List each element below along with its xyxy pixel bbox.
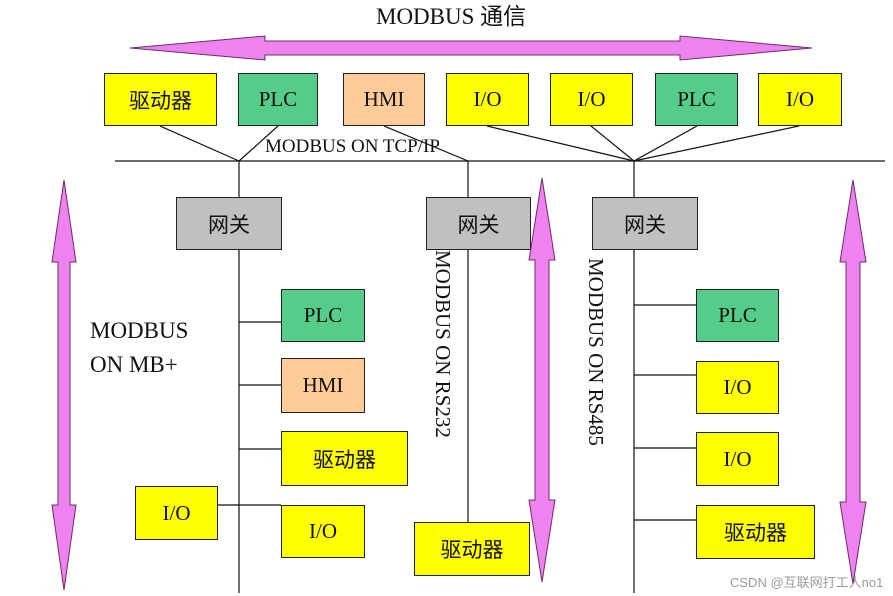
drop-line	[590, 125, 635, 162]
right-vertical-arrow	[839, 179, 867, 585]
top-device-hmi: HMI	[343, 73, 425, 126]
top-device-plc: PLC	[655, 73, 738, 126]
rs232-label: MODBUS ON RS232	[431, 250, 455, 438]
drop-line	[383, 125, 469, 162]
top-device-drive: 驱动器	[104, 73, 217, 126]
top-device-io: I/O	[446, 73, 529, 126]
diagram-title: MODBUS 通信	[376, 4, 527, 29]
rs485-label: MODBUS ON RS485	[584, 258, 608, 446]
drop-line	[238, 125, 279, 162]
drop-line	[633, 125, 800, 162]
top-double-arrow	[129, 35, 813, 61]
mbplus-device-io: I/O	[281, 505, 365, 558]
gateway-rs232: 网关	[426, 197, 531, 250]
rs232-device-drive: 驱动器	[414, 522, 530, 576]
rs485-device-plc: PLC	[696, 289, 779, 342]
left-vertical-arrow	[51, 179, 77, 591]
mbplus-device-drive: 驱动器	[281, 431, 408, 486]
tcp-ip-label: MODBUS ON TCP/IP	[265, 136, 440, 157]
mbplus-device-io-left: I/O	[135, 486, 218, 540]
mbplus-label-line1: MODBUS	[90, 318, 189, 343]
top-device-io: I/O	[550, 73, 633, 126]
gateway-mbplus: 网关	[176, 197, 282, 250]
drop-line	[159, 125, 240, 162]
top-device-plc: PLC	[238, 73, 318, 126]
middle-vertical-arrow	[528, 177, 556, 583]
rs485-device-drive: 驱动器	[696, 505, 815, 559]
drop-line	[633, 125, 698, 162]
mbplus-device-hmi: HMI	[281, 358, 365, 413]
rs485-device-io: I/O	[696, 432, 779, 486]
drop-line	[486, 125, 635, 162]
watermark: CSDN @互联网打工人no1	[730, 575, 884, 590]
mbplus-label-line2: ON MB+	[90, 352, 178, 377]
gateway-rs485: 网关	[592, 197, 698, 250]
top-device-io: I/O	[758, 73, 842, 126]
rs485-device-io: I/O	[696, 361, 779, 414]
mbplus-device-plc: PLC	[281, 289, 365, 342]
